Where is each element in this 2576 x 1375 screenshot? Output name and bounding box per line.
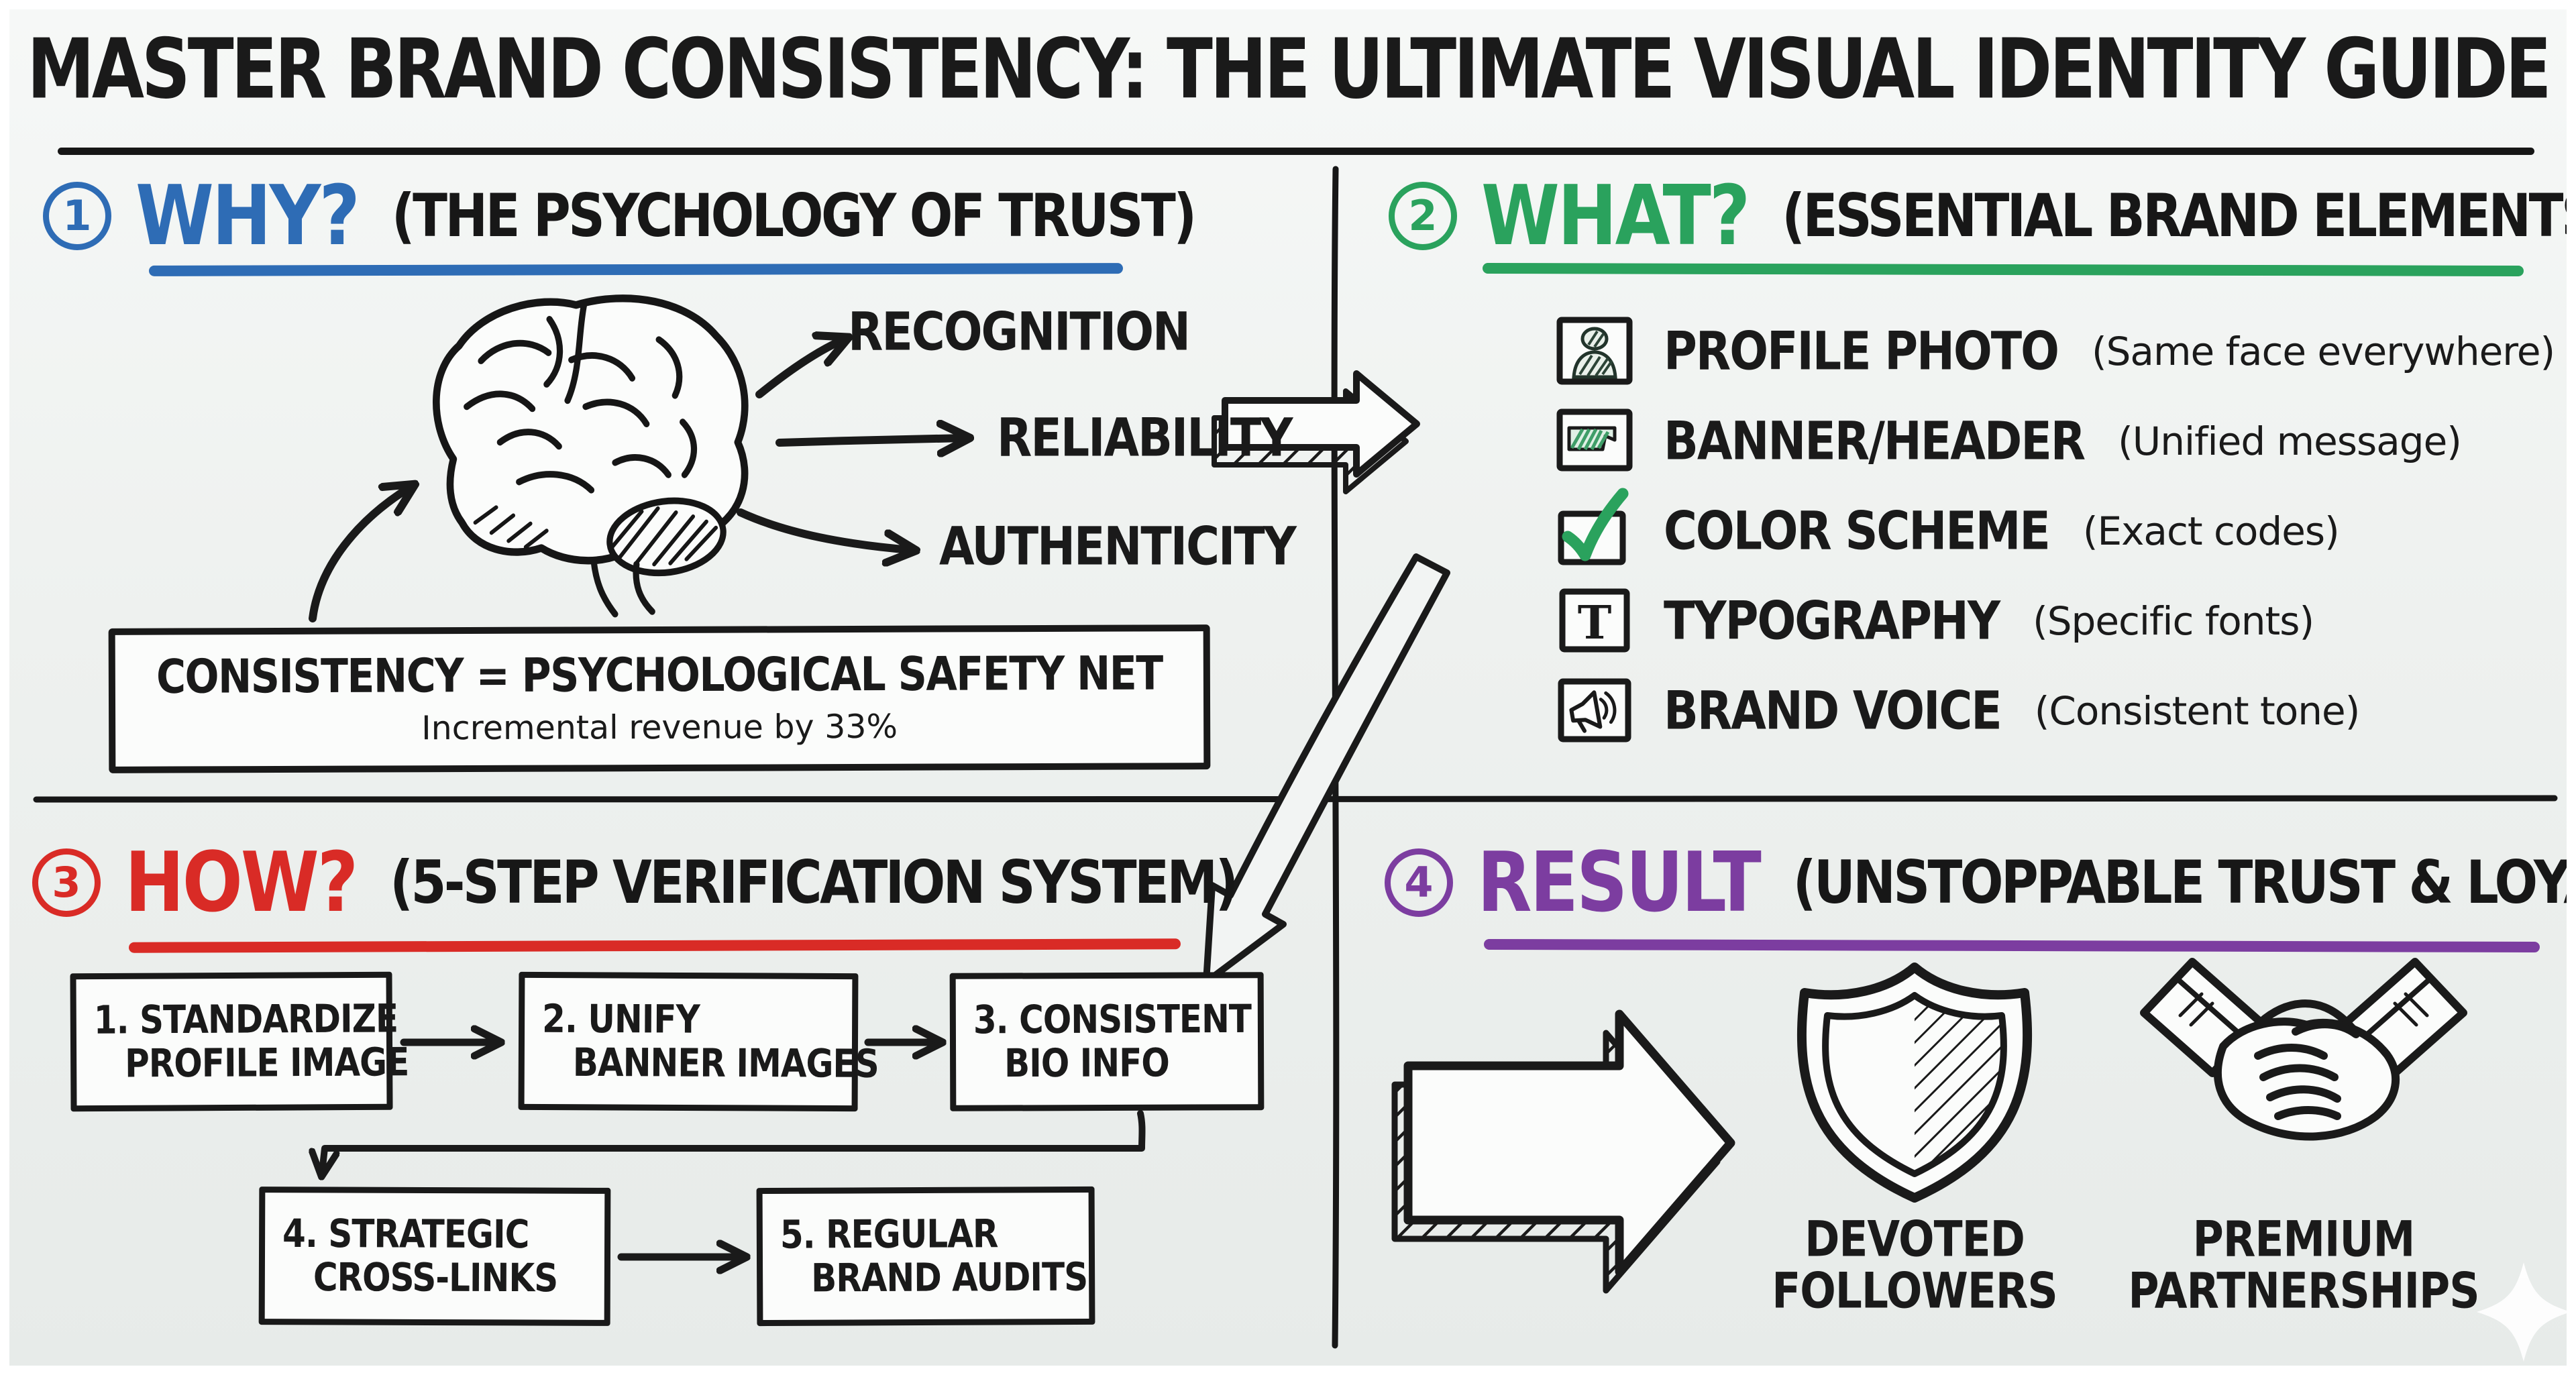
callout-line2: Incremental revenue by 33% xyxy=(421,707,898,747)
brand-voice-megaphone-icon xyxy=(1555,676,1634,746)
section-header-how: 3 HOW? (5-STEP VERIFICATION SYSTEM) xyxy=(32,834,1238,930)
result-subtitle: (UNSTOPPABLE TRUST & LOYALTY) xyxy=(1792,847,2567,918)
list-item-typography: T TYPOGRAPHY (Specific fonts) xyxy=(1555,586,2314,656)
list-item-profile-photo: PROFILE PHOTO (Same face everywhere) xyxy=(1555,317,2555,386)
handshake-icon xyxy=(2140,958,2467,1141)
result-block-arrow-icon xyxy=(1391,1009,1735,1294)
arrow-to-authenticity xyxy=(737,508,911,550)
section-header-result: 4 RESULT (UNSTOPPABLE TRUST & LOYALTY) xyxy=(1385,834,2567,930)
list-item-banner-header: BANNER/HEADER (Unified message) xyxy=(1555,406,2462,476)
why-label: WHY? xyxy=(136,168,360,264)
typography-icon: T xyxy=(1555,586,1634,656)
outcome-recognition: RECOGNITION xyxy=(848,301,1191,364)
color-scheme-check-icon xyxy=(1555,488,1634,566)
what-number-badge: 2 xyxy=(1389,181,1457,250)
brain-icon xyxy=(433,294,749,618)
how-subtitle: (5-STEP VERIFICATION SYSTEM) xyxy=(390,847,1238,918)
profile-photo-icon xyxy=(1555,317,1634,386)
outcome-authenticity: AUTHENTICITY xyxy=(939,516,1297,578)
line-art-layer xyxy=(33,166,2567,1362)
result-label: RESULT xyxy=(1477,834,1762,930)
list-item-color-scheme: COLOR SCHEME (Exact codes) xyxy=(1555,488,2340,566)
right-block-arrow-icon xyxy=(1212,370,1420,494)
outcome-reliability: RELIABILITY xyxy=(997,407,1293,470)
how-number-badge: 3 xyxy=(32,848,101,917)
section-header-why: 1 WHY? (THE PSYCHOLOGY OF TRUST) xyxy=(43,168,1197,264)
result-premium-partnerships: PREMIUM PARTNERSHIPS xyxy=(2128,1211,2479,1319)
callout-line1: CONSISTENCY = PSYCHOLOGICAL SAFETY NET xyxy=(156,646,1163,704)
page-title: MASTER BRAND CONSISTENCY: THE ULTIMATE V… xyxy=(27,21,2551,117)
consistency-callout-box: CONSISTENCY = PSYCHOLOGICAL SAFETY NET I… xyxy=(108,624,1211,773)
banner-header-icon xyxy=(1555,406,1634,476)
title-underline xyxy=(58,148,2534,155)
what-label: WHAT? xyxy=(1481,168,1750,264)
result-number-badge: 4 xyxy=(1385,848,1453,917)
flow-arrow-3-4-connector xyxy=(322,1110,1146,1172)
what-subtitle: (ESSENTIAL BRAND ELEMENTS) xyxy=(1782,180,2576,251)
diagonal-arrow-icon xyxy=(1203,553,1450,985)
list-item-brand-voice: BRAND VOICE (Consistent tone) xyxy=(1555,676,2360,746)
why-number-badge: 1 xyxy=(43,181,111,250)
arrow-to-reliability xyxy=(775,438,965,443)
sparkle-icon xyxy=(2477,1262,2567,1362)
result-devoted-followers: DEVOTED FOLLOWERS xyxy=(1772,1211,2058,1319)
why-subtitle: (THE PSYCHOLOGY OF TRUST) xyxy=(391,180,1197,251)
callout-to-brain-arrow xyxy=(309,487,411,622)
section-header-what: 2 WHAT? (ESSENTIAL BRAND ELEMENTS) xyxy=(1389,168,2576,264)
svg-text:T: T xyxy=(1578,596,1612,650)
how-label: HOW? xyxy=(125,834,358,930)
shield-icon xyxy=(1796,963,2033,1203)
arrow-to-recognition xyxy=(755,339,844,398)
